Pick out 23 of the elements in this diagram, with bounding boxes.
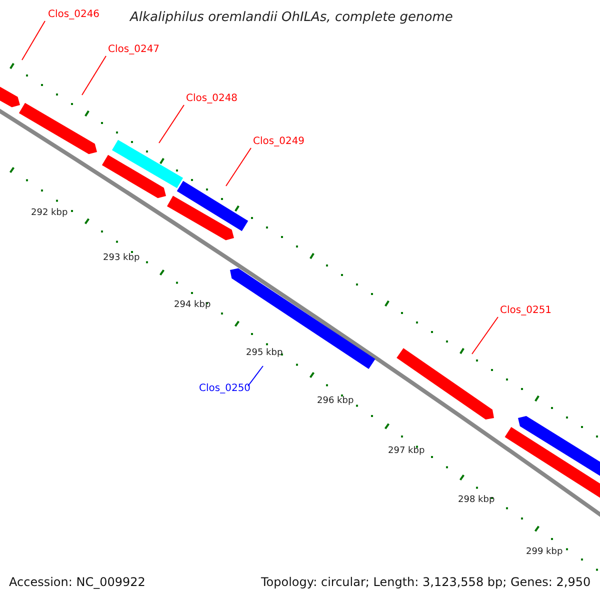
leader-line bbox=[226, 148, 252, 186]
gene-label: Clos_0251 bbox=[500, 306, 552, 316]
gene-label: Clos_0246 bbox=[48, 10, 100, 20]
scale-label: 293 kbp bbox=[103, 254, 140, 263]
leader-line bbox=[82, 56, 106, 96]
leader-line bbox=[472, 316, 498, 354]
gene-label: Clos_0247 bbox=[108, 45, 160, 55]
leader-line bbox=[248, 366, 264, 386]
scale-label: 294 kbp bbox=[174, 301, 211, 310]
gene-label: Clos_0248 bbox=[186, 94, 238, 104]
leader-line bbox=[158, 104, 184, 144]
scale-label: 298 kbp bbox=[458, 496, 495, 505]
scale-label: 295 kbp bbox=[246, 349, 283, 358]
gene-label: Clos_0250 bbox=[199, 384, 251, 394]
scale-label: 297 kbp bbox=[388, 447, 425, 456]
scale-label: 296 kbp bbox=[317, 397, 354, 406]
accession-text: Accession: NC_009922 bbox=[9, 576, 146, 588]
scale-label: 292 kbp bbox=[31, 209, 68, 218]
leader-line bbox=[22, 20, 46, 60]
genome-info-text: Topology: circular; Length: 3,123,558 bp; Genes: 2,950 bbox=[261, 576, 591, 588]
scale-label: 299 kbp bbox=[526, 548, 563, 557]
gene-label: Clos_0249 bbox=[253, 137, 305, 147]
title: Alkaliphilus oremlandii OhILAs, complete genome bbox=[130, 11, 453, 24]
